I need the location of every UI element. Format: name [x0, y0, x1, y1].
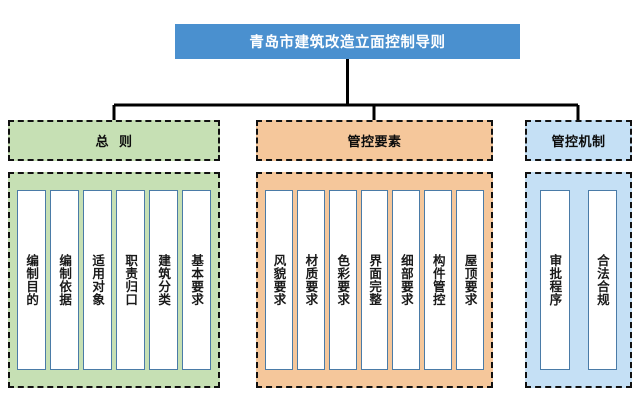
leaf-card[interactable]: 构件管控 — [424, 190, 453, 370]
leaf-card[interactable]: 界面完整 — [360, 190, 389, 370]
leaf-label: 适用对象 — [90, 254, 106, 306]
branch-body-zongze: 编制目的 编制依据 适用对象 职责归口 建筑分类 基本要求 — [8, 172, 220, 388]
leaf-label: 材质要求 — [303, 254, 319, 306]
leaf-card[interactable]: 职责归口 — [116, 190, 145, 370]
leaf-card[interactable]: 风貌要求 — [265, 190, 293, 370]
leaf-card[interactable]: 基本要求 — [182, 190, 211, 370]
root-title-label: 青岛市建筑改造立面控制导则 — [249, 35, 446, 51]
leaf-label: 细部要求 — [398, 254, 414, 306]
leaf-label: 风貌要求 — [271, 254, 287, 306]
leaf-label: 编制目的 — [24, 254, 40, 306]
leaf-label: 职责归口 — [123, 254, 139, 306]
leaf-card[interactable]: 材质要求 — [296, 190, 325, 370]
leaf-label: 基本要求 — [189, 254, 205, 306]
branch-body-guankongyaosu: 风貌要求 材质要求 色彩要求 界面完整 细部要求 构件管控 屋顶要求 — [256, 172, 493, 388]
leaf-label: 审批程序 — [547, 254, 563, 306]
leaf-label: 合法合规 — [594, 254, 610, 306]
branch-body-guankongjizhi: 审批程序 合法合规 — [525, 172, 632, 388]
leaf-label: 屋顶要求 — [462, 254, 478, 306]
leaf-card[interactable]: 审批程序 — [540, 190, 570, 370]
leaf-card[interactable]: 屋顶要求 — [456, 190, 485, 370]
leaf-card[interactable]: 编制依据 — [50, 190, 79, 370]
branch-header-guankongjizhi: 管控机制 — [525, 120, 632, 161]
branch-header-guankongyaosu: 管控要素 — [256, 120, 493, 161]
branch-header-label: 管控机制 — [551, 135, 606, 150]
branch-header-label: 总 则 — [95, 135, 133, 150]
branch-header-label: 管控要素 — [347, 135, 402, 150]
leaf-card[interactable]: 编制目的 — [17, 190, 46, 370]
leaf-card[interactable]: 建筑分类 — [149, 190, 178, 370]
leaf-card[interactable]: 细部要求 — [392, 190, 421, 370]
leaf-label: 构件管控 — [430, 254, 446, 306]
leaf-card[interactable]: 色彩要求 — [328, 190, 357, 370]
leaf-label: 建筑分类 — [156, 254, 172, 306]
root-title-box: 青岛市建筑改造立面控制导则 — [175, 24, 520, 59]
leaf-label: 编制依据 — [57, 254, 73, 306]
leaf-label: 界面完整 — [367, 254, 383, 306]
leaf-card[interactable]: 适用对象 — [83, 190, 112, 370]
branch-header-zongze: 总 则 — [8, 120, 220, 161]
leaf-card[interactable]: 合法合规 — [587, 190, 617, 370]
leaf-label: 色彩要求 — [335, 254, 351, 306]
